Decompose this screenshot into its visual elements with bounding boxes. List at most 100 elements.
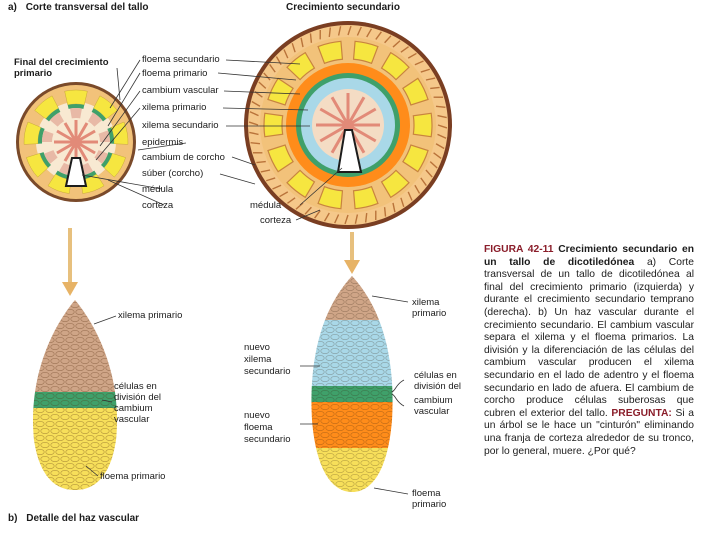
cell — [325, 340, 335, 347]
cell — [21, 302, 29, 307]
label-cambium-vascular: cambium vascular — [142, 85, 219, 96]
cell — [45, 448, 55, 455]
cell — [380, 361, 390, 368]
cell — [40, 385, 50, 392]
cell — [75, 350, 85, 357]
cell — [375, 438, 385, 445]
bark-stroke — [323, 212, 330, 222]
cell — [115, 364, 117, 371]
cell — [350, 291, 360, 298]
panel-b-letter: b) — [8, 513, 18, 524]
cell — [110, 427, 117, 434]
cell — [16, 477, 24, 482]
cell — [355, 326, 365, 333]
cell — [396, 439, 404, 444]
cell — [370, 487, 380, 492]
panel-b-title: Detalle del haz vascular — [26, 513, 140, 524]
cell — [380, 403, 390, 410]
cell — [360, 361, 370, 368]
bark-stroke — [430, 86, 440, 90]
cell — [33, 448, 35, 455]
cell — [380, 473, 390, 480]
question-label: PREGUNTA: — [611, 407, 672, 419]
cell — [50, 413, 60, 420]
cell — [291, 362, 299, 367]
cell — [385, 382, 393, 389]
cell — [60, 357, 70, 364]
cell — [320, 361, 330, 368]
cell — [370, 403, 380, 410]
bark-stroke — [420, 177, 427, 186]
cell — [385, 368, 393, 375]
xylem-block — [70, 108, 82, 119]
cell — [100, 301, 110, 308]
cell — [6, 463, 14, 468]
cell — [75, 378, 85, 385]
cell — [16, 421, 24, 426]
cell — [100, 427, 110, 434]
cell — [90, 371, 100, 378]
figure-label: FIGURA 42-11 — [484, 244, 554, 255]
cell — [335, 368, 345, 375]
primary-stem-cross-section — [16, 82, 136, 202]
cell — [50, 371, 60, 378]
bark-stroke — [425, 169, 433, 178]
cell — [296, 327, 304, 332]
cell — [50, 399, 60, 406]
cell — [115, 406, 117, 413]
cell — [121, 484, 129, 489]
cell — [396, 285, 404, 290]
cell — [330, 347, 340, 354]
cell — [385, 396, 393, 403]
phloem-block — [64, 89, 88, 106]
cell — [105, 420, 115, 427]
cell — [330, 375, 340, 382]
cell — [320, 431, 330, 438]
bark-stroke — [375, 31, 382, 40]
cell — [385, 312, 393, 319]
bark-stroke — [407, 191, 413, 201]
cambium-arc — [37, 127, 45, 144]
cell — [6, 491, 14, 496]
cell — [286, 341, 294, 346]
label-b2-nuevo-xilema-l2: xilema — [244, 354, 272, 365]
cell — [385, 424, 393, 431]
cell — [335, 396, 345, 403]
cambium-arc — [67, 104, 85, 109]
bark-stroke — [414, 184, 421, 194]
bark-stroke — [364, 212, 368, 223]
cell — [360, 473, 370, 480]
label-b-cambium-l2: división del — [114, 392, 161, 403]
cell — [75, 420, 85, 427]
cell — [45, 322, 55, 329]
cell — [301, 460, 309, 465]
cell — [390, 459, 393, 466]
cell — [311, 284, 315, 291]
cell — [401, 460, 409, 465]
cell — [65, 322, 75, 329]
cell — [35, 476, 45, 483]
bark-stroke — [328, 27, 332, 38]
cell — [80, 301, 90, 308]
label-b2-cambium-l1: células en — [414, 370, 457, 381]
label-medula-right: médula — [250, 200, 282, 211]
cell — [11, 400, 19, 405]
cell — [40, 483, 50, 490]
cell — [60, 413, 70, 420]
cell — [21, 428, 29, 433]
cell — [21, 400, 29, 405]
cell — [36, 491, 44, 496]
cell — [365, 438, 375, 445]
bark-stroke — [283, 49, 289, 59]
cell — [75, 336, 85, 343]
cambium-arc — [45, 108, 61, 122]
cell — [110, 483, 117, 490]
cell — [46, 491, 54, 496]
cell — [85, 308, 95, 315]
cell — [60, 455, 70, 462]
cell — [325, 438, 335, 445]
flow-arrows — [62, 228, 360, 296]
cell — [16, 407, 24, 412]
cell — [396, 467, 404, 472]
cell — [345, 340, 355, 347]
